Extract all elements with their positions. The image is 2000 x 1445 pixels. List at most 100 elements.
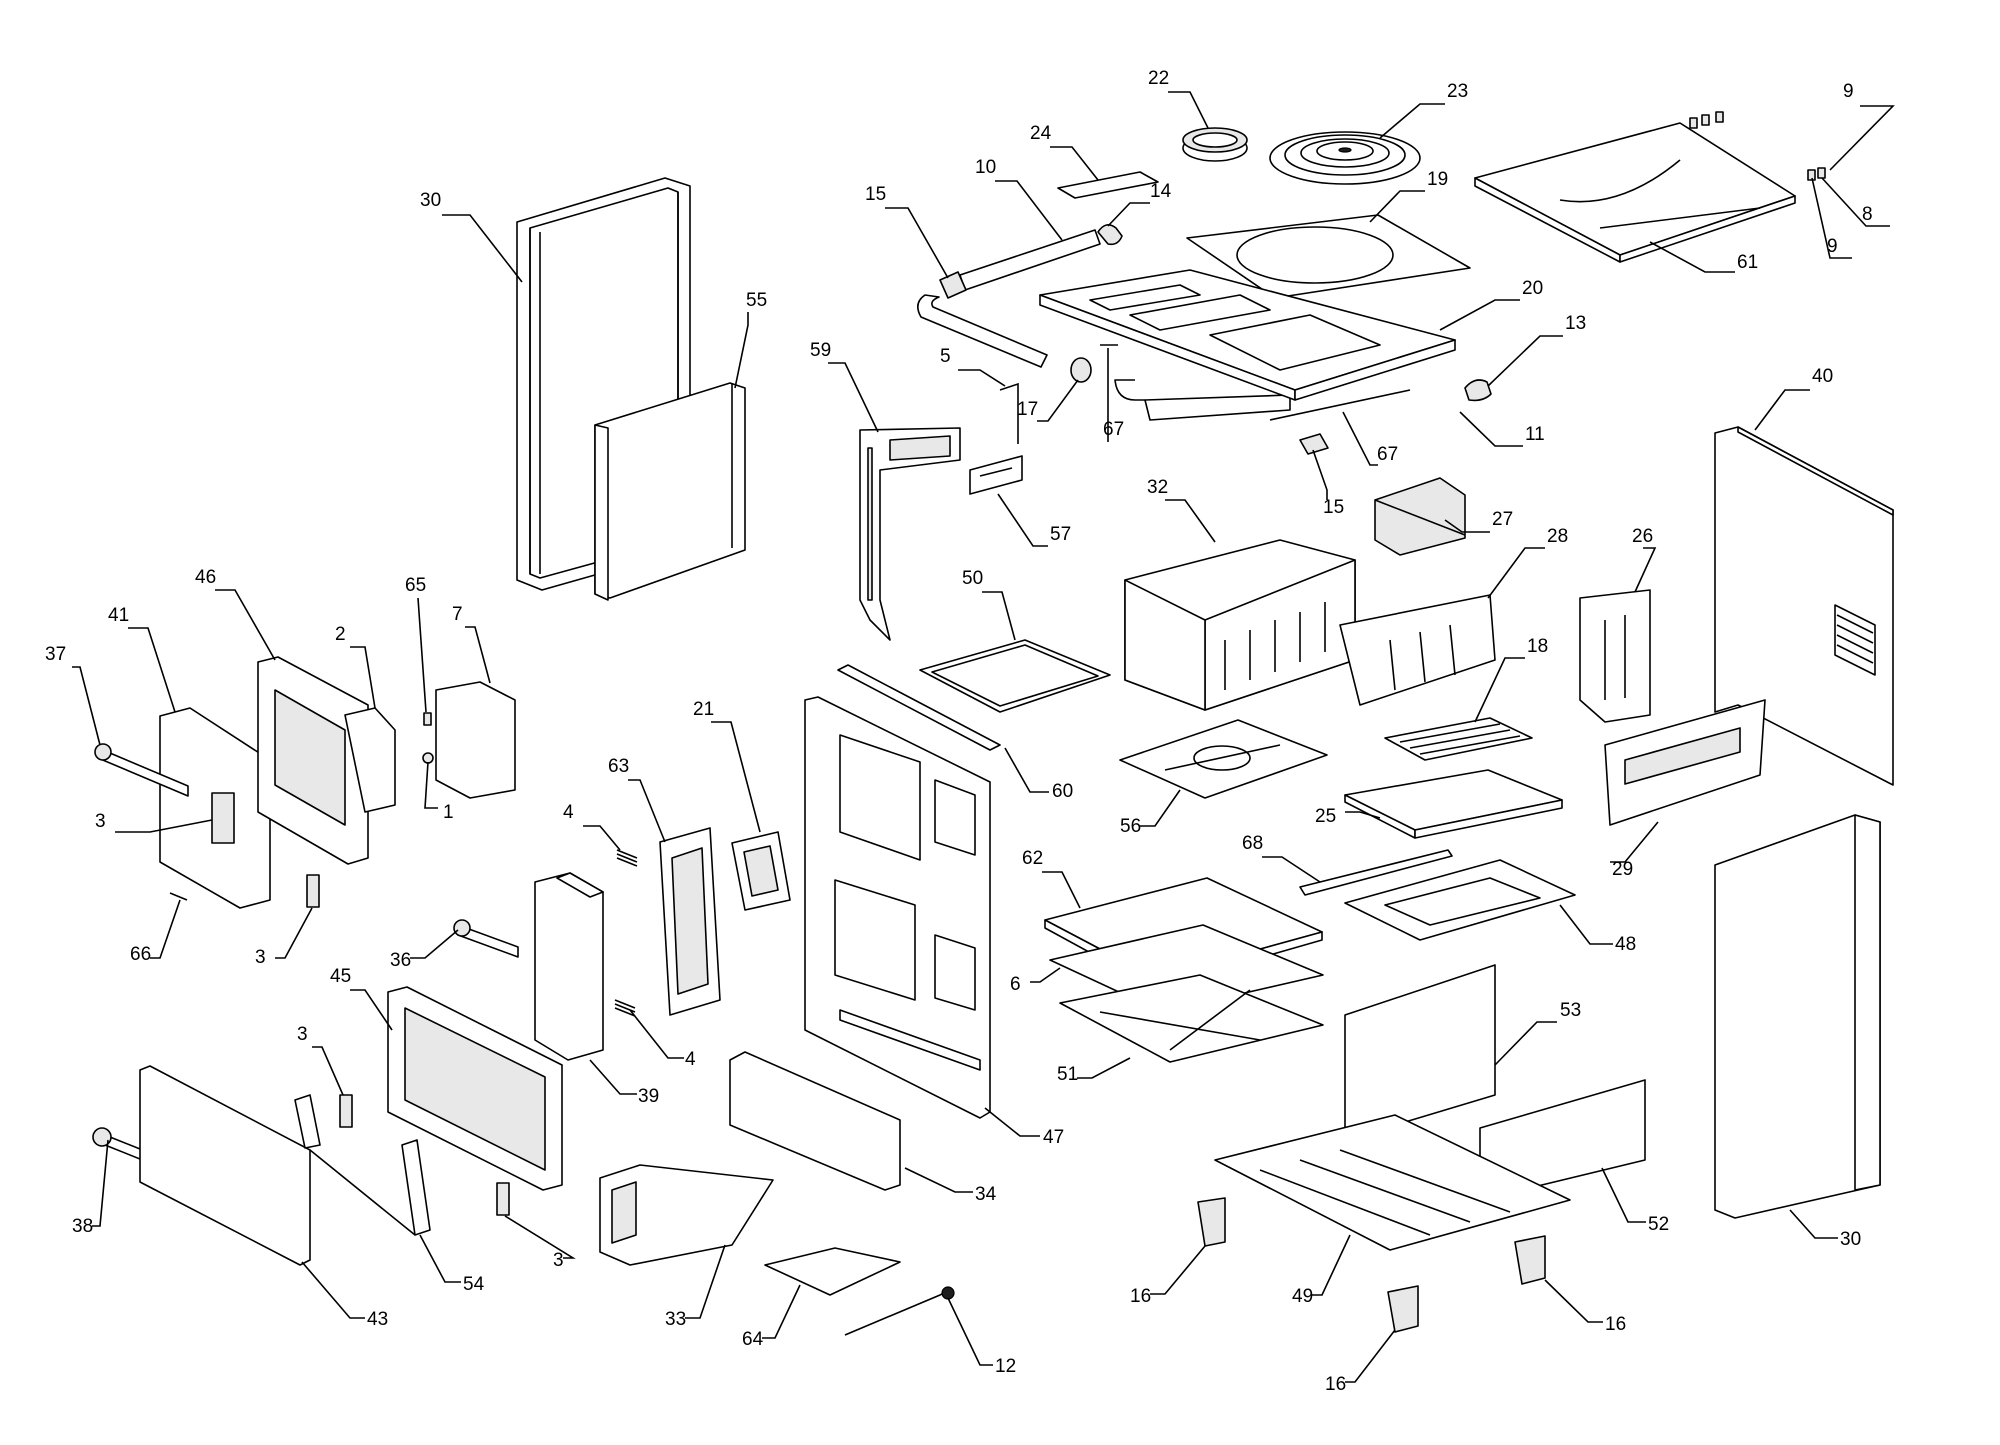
callout-11: 11	[1459, 411, 1545, 447]
leader-line	[762, 1284, 801, 1339]
leader-line	[1262, 856, 1321, 883]
callout-65: 65	[405, 575, 427, 713]
callout-5: 5	[940, 346, 1006, 387]
callout-32: 32	[1147, 477, 1216, 543]
callout-number: 30	[420, 190, 441, 211]
part-5-rod	[999, 382, 1019, 444]
callout-number: 64	[742, 1329, 764, 1350]
callout-18: 18	[1474, 636, 1548, 723]
part-23-hob-rings	[1269, 131, 1421, 185]
callout-number: 7	[452, 604, 463, 625]
leader-line	[685, 1244, 726, 1319]
callout-number: 15	[1323, 497, 1344, 518]
leader-line	[150, 899, 181, 959]
leader-line	[1050, 146, 1099, 181]
callout-7: 7	[452, 604, 491, 684]
part-13-clip	[1464, 379, 1492, 402]
callout-21: 21	[693, 699, 761, 833]
leader-line	[410, 929, 459, 959]
callout-3: 3	[504, 1215, 576, 1271]
part-8-hinge	[1807, 167, 1826, 181]
leader-line	[589, 1059, 637, 1095]
part-2-glass	[344, 707, 396, 813]
leader-line	[1487, 547, 1545, 599]
callout-55: 55	[734, 290, 767, 389]
part-19-top-plate	[1186, 214, 1471, 299]
callout-number: 13	[1565, 313, 1586, 334]
part-45-glass-frame	[387, 986, 563, 1191]
callout-30: 30	[1789, 1209, 1861, 1250]
callout-68: 68	[1242, 833, 1321, 883]
part-4-spring	[614, 849, 638, 1017]
callout-41: 41	[108, 605, 176, 713]
leader-line	[629, 1009, 684, 1059]
leader-line	[1601, 1167, 1646, 1223]
part-43-drawer-door	[139, 1065, 311, 1266]
leader-line	[1559, 904, 1613, 945]
callout-56: 56	[1120, 789, 1181, 837]
callout-number: 6	[1010, 974, 1021, 995]
callout-number: 14	[1150, 181, 1172, 202]
callout-38: 38	[72, 1139, 109, 1237]
leader-line	[465, 626, 491, 684]
callout-number: 53	[1560, 1000, 1581, 1021]
part-11-front-rail	[1114, 379, 1291, 421]
callout-number: 15	[865, 184, 886, 205]
leader-line	[92, 1139, 109, 1227]
callout-number: 57	[1050, 524, 1071, 545]
callout-number: 46	[195, 567, 216, 588]
part-60-strip	[837, 664, 1001, 751]
callout-number: 60	[1052, 781, 1073, 802]
part-49-base	[1214, 1114, 1571, 1251]
callout-number: 21	[693, 699, 714, 720]
callout-2: 2	[335, 624, 376, 709]
part-15-bracket-lower	[1299, 433, 1329, 455]
callout-number: 24	[1030, 123, 1052, 144]
part-14-clamp	[1097, 224, 1123, 246]
part-55-side-panel	[594, 382, 746, 601]
leader-line	[350, 989, 393, 1031]
callout-27: 27	[1444, 509, 1513, 533]
callout-48: 48	[1559, 904, 1636, 955]
leader-line	[442, 214, 523, 283]
leader-line	[72, 666, 101, 746]
leader-line	[583, 825, 621, 851]
leader-line	[958, 369, 1006, 387]
leader-line	[275, 907, 313, 959]
callout-17: 17	[1017, 379, 1079, 422]
callout-number: 38	[72, 1216, 93, 1237]
callout-number: 2	[335, 624, 346, 645]
callout-number: 17	[1017, 399, 1038, 420]
leader-line	[1789, 1209, 1838, 1239]
callout-12: 12	[947, 1297, 1016, 1377]
leader-line	[1312, 449, 1328, 500]
callout-39: 39	[589, 1059, 659, 1107]
callout-15: 15	[1312, 449, 1344, 518]
callout-number: 51	[1057, 1064, 1078, 1085]
leader-line	[1649, 241, 1735, 273]
callout-number: 34	[975, 1184, 997, 1205]
callout-36: 36	[390, 929, 459, 971]
callout-6: 6	[1010, 967, 1061, 995]
part-3-latch	[306, 874, 510, 1216]
leader-line	[128, 627, 176, 713]
part-65-clip	[423, 712, 432, 726]
callout-number: 49	[1292, 1286, 1313, 1307]
part-54-runner	[294, 1094, 431, 1236]
part-9-hinge-top	[1689, 111, 1724, 129]
part-66-pin	[169, 892, 188, 901]
callout-number: 23	[1447, 81, 1468, 102]
leader-line	[1140, 789, 1181, 827]
callout-3: 3	[95, 811, 213, 833]
callout-number: 40	[1812, 366, 1833, 387]
callout-number: 30	[1840, 1229, 1861, 1250]
part-40-back-panel	[1714, 426, 1894, 786]
callout-43: 43	[301, 1261, 388, 1330]
callout-number: 25	[1315, 806, 1336, 827]
callout-number: 52	[1648, 1214, 1669, 1235]
leader-line	[1042, 871, 1081, 909]
callout-29: 29	[1610, 821, 1659, 880]
leader-line	[1610, 821, 1659, 863]
callout-number: 22	[1148, 68, 1169, 89]
part-20-cooktop-frame	[1039, 269, 1456, 401]
